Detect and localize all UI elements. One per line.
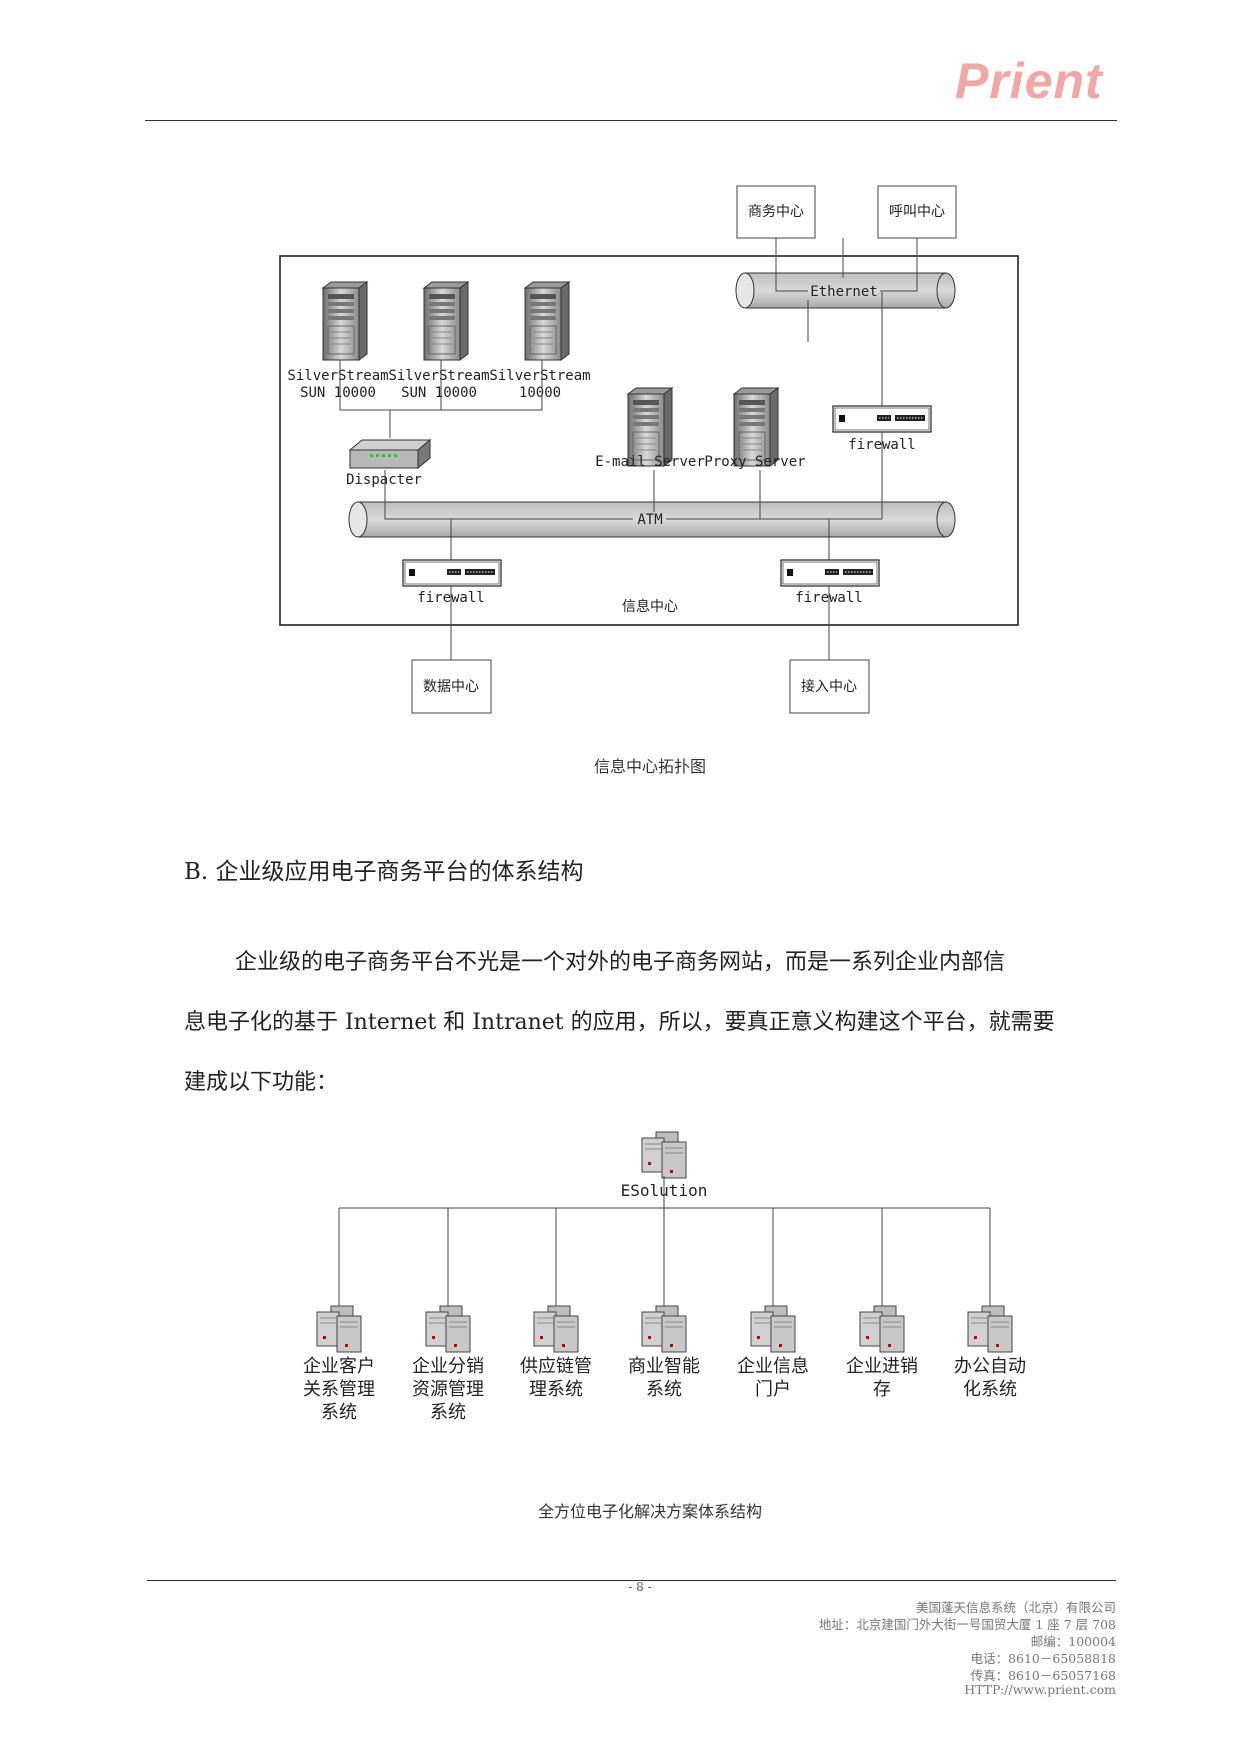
email-server-label: E-mail Server: [595, 454, 705, 470]
server-cluster-icon: [750, 1305, 796, 1353]
child-bi-line1: 商业智能: [628, 1356, 700, 1377]
child-scm-line1: 供应链管: [520, 1356, 592, 1377]
ethernet-label: Ethernet: [810, 284, 877, 300]
atm-label: ATM: [637, 512, 662, 528]
data-center-label: 数据中心: [423, 679, 479, 695]
server-cluster-icon: [425, 1305, 471, 1353]
page-number: - 8 -: [628, 1580, 652, 1594]
esolution-caption: 全方位电子化解决方案体系结构: [537, 1502, 762, 1521]
topology-caption: 信息中心拓扑图: [593, 757, 706, 776]
child-oa-line2: 化系统: [963, 1379, 1017, 1400]
child-inventory-line2: 存: [873, 1379, 891, 1400]
server-cluster-icon: [316, 1305, 362, 1353]
call-center-label: 呼叫中心: [889, 204, 945, 220]
server-2-name: SilverStream: [388, 368, 489, 384]
firewall-icon: [402, 559, 502, 587]
server-cluster-icon: [859, 1305, 905, 1353]
child-oa-line1: 办公自动: [954, 1356, 1026, 1377]
footer-address: 地址：北京建国门外大街一号国贸大厦 1 座 7 层 708: [818, 1617, 1116, 1632]
esolution-diagram: ESolution 企业客户 关系管理 系统 企业分销 资源管理 系统 供应链管…: [303, 1131, 1026, 1423]
topology-diagram: 商务中心 呼叫中心 Ethernet SilverStream SUN 1000…: [279, 185, 1019, 714]
call-center-box: [877, 185, 957, 239]
server-cluster-icon: [641, 1305, 687, 1353]
footer-phone: 电话：8610－65058818: [970, 1651, 1116, 1666]
child-drp-line2: 资源管理: [412, 1379, 484, 1400]
footer-url-link[interactable]: HTTP://www.prient.com: [964, 1682, 1116, 1697]
server-cluster-icon: [641, 1131, 687, 1179]
access-center-box: [789, 659, 870, 714]
paragraph-line-1: 企业级的电子商务平台不光是一个对外的电子商务网站，而是一系列企业内部信: [235, 950, 1006, 975]
child-drp-line1: 企业分销: [412, 1356, 484, 1377]
child-inventory-line1: 企业进销: [846, 1356, 918, 1377]
server-icon: [524, 281, 570, 361]
child-bi-line2: 系统: [646, 1379, 682, 1400]
server-2-model: SUN 10000: [401, 385, 477, 401]
child-portal-line2: 门户: [755, 1379, 791, 1400]
access-center-label: 接入中心: [801, 678, 857, 695]
firewall-icon: [832, 405, 932, 433]
proxy-server-label: Proxy Server: [704, 454, 805, 470]
paragraph-line-2: 息电子化的基于 Internet 和 Intranet 的应用，所以，要真正意义…: [184, 1010, 1055, 1035]
dispacter-label: Dispacter: [346, 472, 422, 488]
child-crm-line2: 关系管理: [303, 1379, 375, 1400]
business-center-label: 商务中心: [748, 204, 804, 220]
footer-postcode: 邮编：100004: [1030, 1634, 1116, 1649]
child-scm-line2: 理系统: [529, 1379, 583, 1400]
business-center-box: [736, 185, 816, 239]
child-drp-line3: 系统: [430, 1402, 466, 1423]
server-1-name: SilverStream: [287, 368, 388, 384]
server-3-name: SilverStream: [489, 368, 590, 384]
child-crm-line1: 企业客户: [303, 1356, 375, 1377]
child-portal-line1: 企业信息: [737, 1356, 809, 1377]
data-center-box: [411, 659, 492, 714]
dispacter-switch-icon: [348, 438, 432, 470]
server-cluster-icon: [967, 1305, 1013, 1353]
firewall-icon: [780, 559, 880, 587]
server-1-model: SUN 10000: [300, 385, 376, 401]
footer-company: 美国蓬天信息系统（北京）有限公司: [915, 1600, 1116, 1615]
prient-logo: Prient: [955, 53, 1103, 109]
footer-fax: 传真：8610－65057168: [970, 1668, 1116, 1683]
server-cluster-icon: [533, 1305, 579, 1353]
server-icon: [322, 281, 368, 361]
info-center-label: 信息中心: [622, 598, 678, 615]
section-heading: B. 企业级应用电子商务平台的体系结构: [184, 859, 584, 885]
server-3-model: 10000: [519, 385, 561, 401]
footer-rule: [147, 1580, 1116, 1581]
header-rule: [145, 120, 1117, 121]
info-center-frame: [279, 255, 1019, 626]
server-icon: [423, 281, 469, 361]
paragraph-line-3: 建成以下功能：: [184, 1070, 339, 1095]
child-crm-line3: 系统: [321, 1402, 357, 1423]
